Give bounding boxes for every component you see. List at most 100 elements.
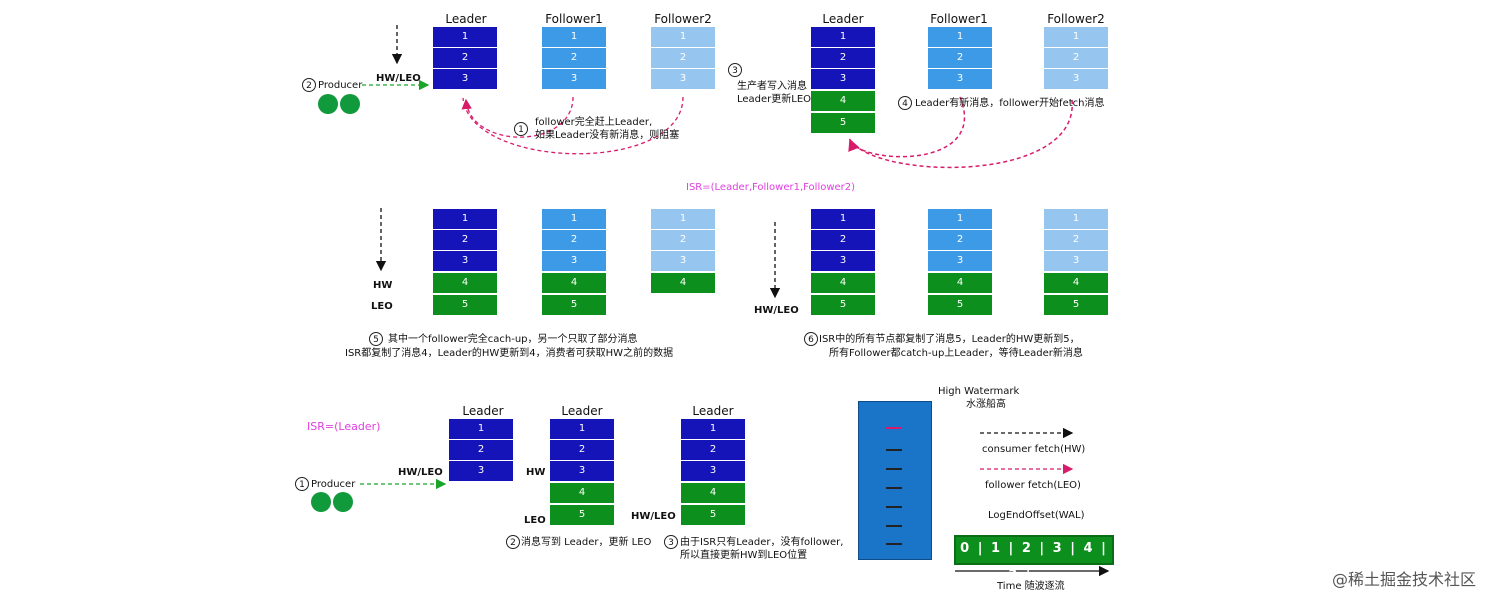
p1-follower2-cell-1: 1	[651, 27, 715, 48]
b1-leader-cell-2: 2	[449, 440, 513, 461]
fetch-arrow-f2	[462, 96, 684, 155]
p4-hw-leo-label: HW/LEO	[754, 305, 799, 316]
p3-hw-label: HW	[373, 280, 393, 291]
log-sequence-bar: 0 | 1 | 2 | 3 | 4 | 5 | ...	[954, 535, 1114, 580]
consumer-fetch-legend: consumer fetch(HW)	[982, 444, 1086, 455]
fetch-arrow-f1-b	[848, 96, 966, 158]
p2-follower1-cell-1: 1	[928, 27, 992, 48]
p4-follower2-cell-5: 5	[1044, 295, 1108, 316]
b1-step-1-badge: 1	[295, 477, 309, 491]
p3-leader-cell-2: 2	[433, 230, 497, 251]
high-watermark-cn-label: 水涨船高	[966, 399, 1006, 410]
p4-follower2-cell-4: 4	[1044, 273, 1108, 294]
p2-follower1-header: Follower1	[930, 12, 988, 26]
p3-step-5-line1: 其中一个follower完全cach-up，另一个只取了部分消息	[388, 334, 638, 345]
p1-producer-dot-1	[318, 94, 338, 114]
time-label: Time 随波逐流	[997, 581, 1065, 592]
p1-follower1-cell-2: 2	[542, 48, 606, 69]
p2-follower1-cell-2: 2	[928, 48, 992, 69]
p2-leader-cell-4: 4	[811, 91, 875, 112]
b1-producer-dot-2	[333, 492, 353, 512]
b1-producer-dot-1	[311, 492, 331, 512]
p4-follower1-cell-1: 1	[928, 209, 992, 230]
p3-follower1-cell-1: 1	[542, 209, 606, 230]
p2-leader-cell-2: 2	[811, 48, 875, 69]
high-watermark-label: High Watermark	[938, 386, 1020, 397]
p1-follower1-header: Follower1	[545, 12, 603, 26]
b2-leader-cell-1: 1	[550, 419, 614, 440]
site-watermark: @稀土掘金技术社区	[1332, 570, 1477, 589]
p2-leader-cell-1: 1	[811, 27, 875, 48]
p3-follower1-cell-4: 4	[542, 273, 606, 294]
b2-step-2-badge: 2	[506, 535, 520, 549]
p4-leader-cell-3: 3	[811, 251, 875, 272]
b1-leader-cell-3: 3	[449, 461, 513, 482]
p3-follower2-cell-2: 2	[651, 230, 715, 251]
p4-step-6-line2: 所有Follower都catch-up上Leader，等待Leader新消息	[829, 348, 1083, 359]
log-tick-6	[886, 543, 902, 545]
p3-follower1-cell-2: 2	[542, 230, 606, 251]
p1-follower2-cell-2: 2	[651, 48, 715, 69]
fetch-arrow-f2-b	[848, 99, 1073, 169]
p1-follower2-cell-3: 3	[651, 69, 715, 90]
p1-follower1-cell-1: 1	[542, 27, 606, 48]
hw-tick	[886, 427, 902, 429]
b3-hw-leo-label: HW/LEO	[631, 511, 676, 522]
log-tick-1	[886, 449, 902, 451]
p3-follower2-cell-4: 4	[651, 273, 715, 294]
b1-hw-leo-label: HW/LEO	[398, 467, 443, 478]
p4-leader-cell-2: 2	[811, 230, 875, 251]
p4-step-6-badge: 6	[804, 332, 818, 346]
p4-follower1-cell-5: 5	[928, 295, 992, 316]
p2-follower2-header: Follower2	[1047, 12, 1105, 26]
log-end-offset-label: LogEndOffset(WAL)	[988, 510, 1085, 521]
b3-leader-cell-4: 4	[681, 483, 745, 504]
b2-leo-label: LEO	[524, 515, 546, 526]
p2-leader-cell-3: 3	[811, 69, 875, 90]
p1-producer-label: Producer	[318, 80, 363, 91]
p2-follower2-cell-3: 3	[1044, 69, 1108, 90]
p2-leader-cell-5: 5	[811, 113, 875, 134]
b1-leader-header: Leader	[462, 404, 504, 418]
b2-leader-cell-5: 5	[550, 505, 614, 526]
p4-leader-cell-1: 1	[811, 209, 875, 230]
p2-step-3-line1: 生产者写入消息	[737, 81, 807, 92]
p4-follower1-cell-3: 3	[928, 251, 992, 272]
b3-leader-header: Leader	[692, 404, 734, 418]
isr-leader-label: ISR=(Leader)	[307, 420, 381, 433]
b3-step-3-badge: 3	[664, 535, 678, 549]
p2-follower1-cell-3: 3	[928, 69, 992, 90]
p3-step-5-badge: 5	[369, 332, 383, 346]
p2-leader-header: Leader	[822, 12, 864, 26]
b1-leader-cell-1: 1	[449, 419, 513, 440]
p2-step-4-badge: 4	[898, 96, 912, 110]
p4-leader-cell-5: 5	[811, 295, 875, 316]
p2-follower2-cell-1: 1	[1044, 27, 1108, 48]
p3-leader-cell-4: 4	[433, 273, 497, 294]
b2-hw-label: HW	[526, 467, 546, 478]
p1-follower1-cell-3: 3	[542, 69, 606, 90]
p1-leader-cell-3: 3	[433, 69, 497, 90]
isr-all-label: ISR=(Leader,Follower1,Follower2)	[686, 182, 856, 193]
log-tick-5	[886, 525, 902, 527]
p3-leader-cell-1: 1	[433, 209, 497, 230]
p2-step-3-line2: Leader更新LEO	[737, 94, 812, 105]
p2-follower2-cell-2: 2	[1044, 48, 1108, 69]
p1-step-1-line1: follower完全赶上Leader,	[535, 117, 653, 128]
b3-leader-cell-1: 1	[681, 419, 745, 440]
p4-follower2-cell-3: 3	[1044, 251, 1108, 272]
log-tick-2	[886, 468, 902, 470]
b3-leader-cell-2: 2	[681, 440, 745, 461]
p3-step-5-line2: ISR都复制了消息4，Leader的HW更新到4，消费者可获取HW之前的数据	[345, 348, 674, 359]
b3-step-3-line2: 所以直接更新HW到LEO位置	[680, 550, 808, 561]
p1-leader-cell-1: 1	[433, 27, 497, 48]
p3-follower1-cell-3: 3	[542, 251, 606, 272]
p1-follower2-header: Follower2	[654, 12, 712, 26]
follower-fetch-legend: follower fetch(LEO)	[985, 480, 1081, 491]
p2-step-4-text: Leader有新消息，follower开始fetch消息	[915, 98, 1105, 109]
b3-step-3-line1: 由于ISR只有Leader，没有follower,	[680, 537, 844, 548]
p3-follower1-cell-5: 5	[542, 295, 606, 316]
p4-follower2-cell-1: 1	[1044, 209, 1108, 230]
p1-step-1-line2: 如果Leader没有新消息，则阻塞	[535, 130, 680, 141]
b2-leader-cell-3: 3	[550, 461, 614, 482]
